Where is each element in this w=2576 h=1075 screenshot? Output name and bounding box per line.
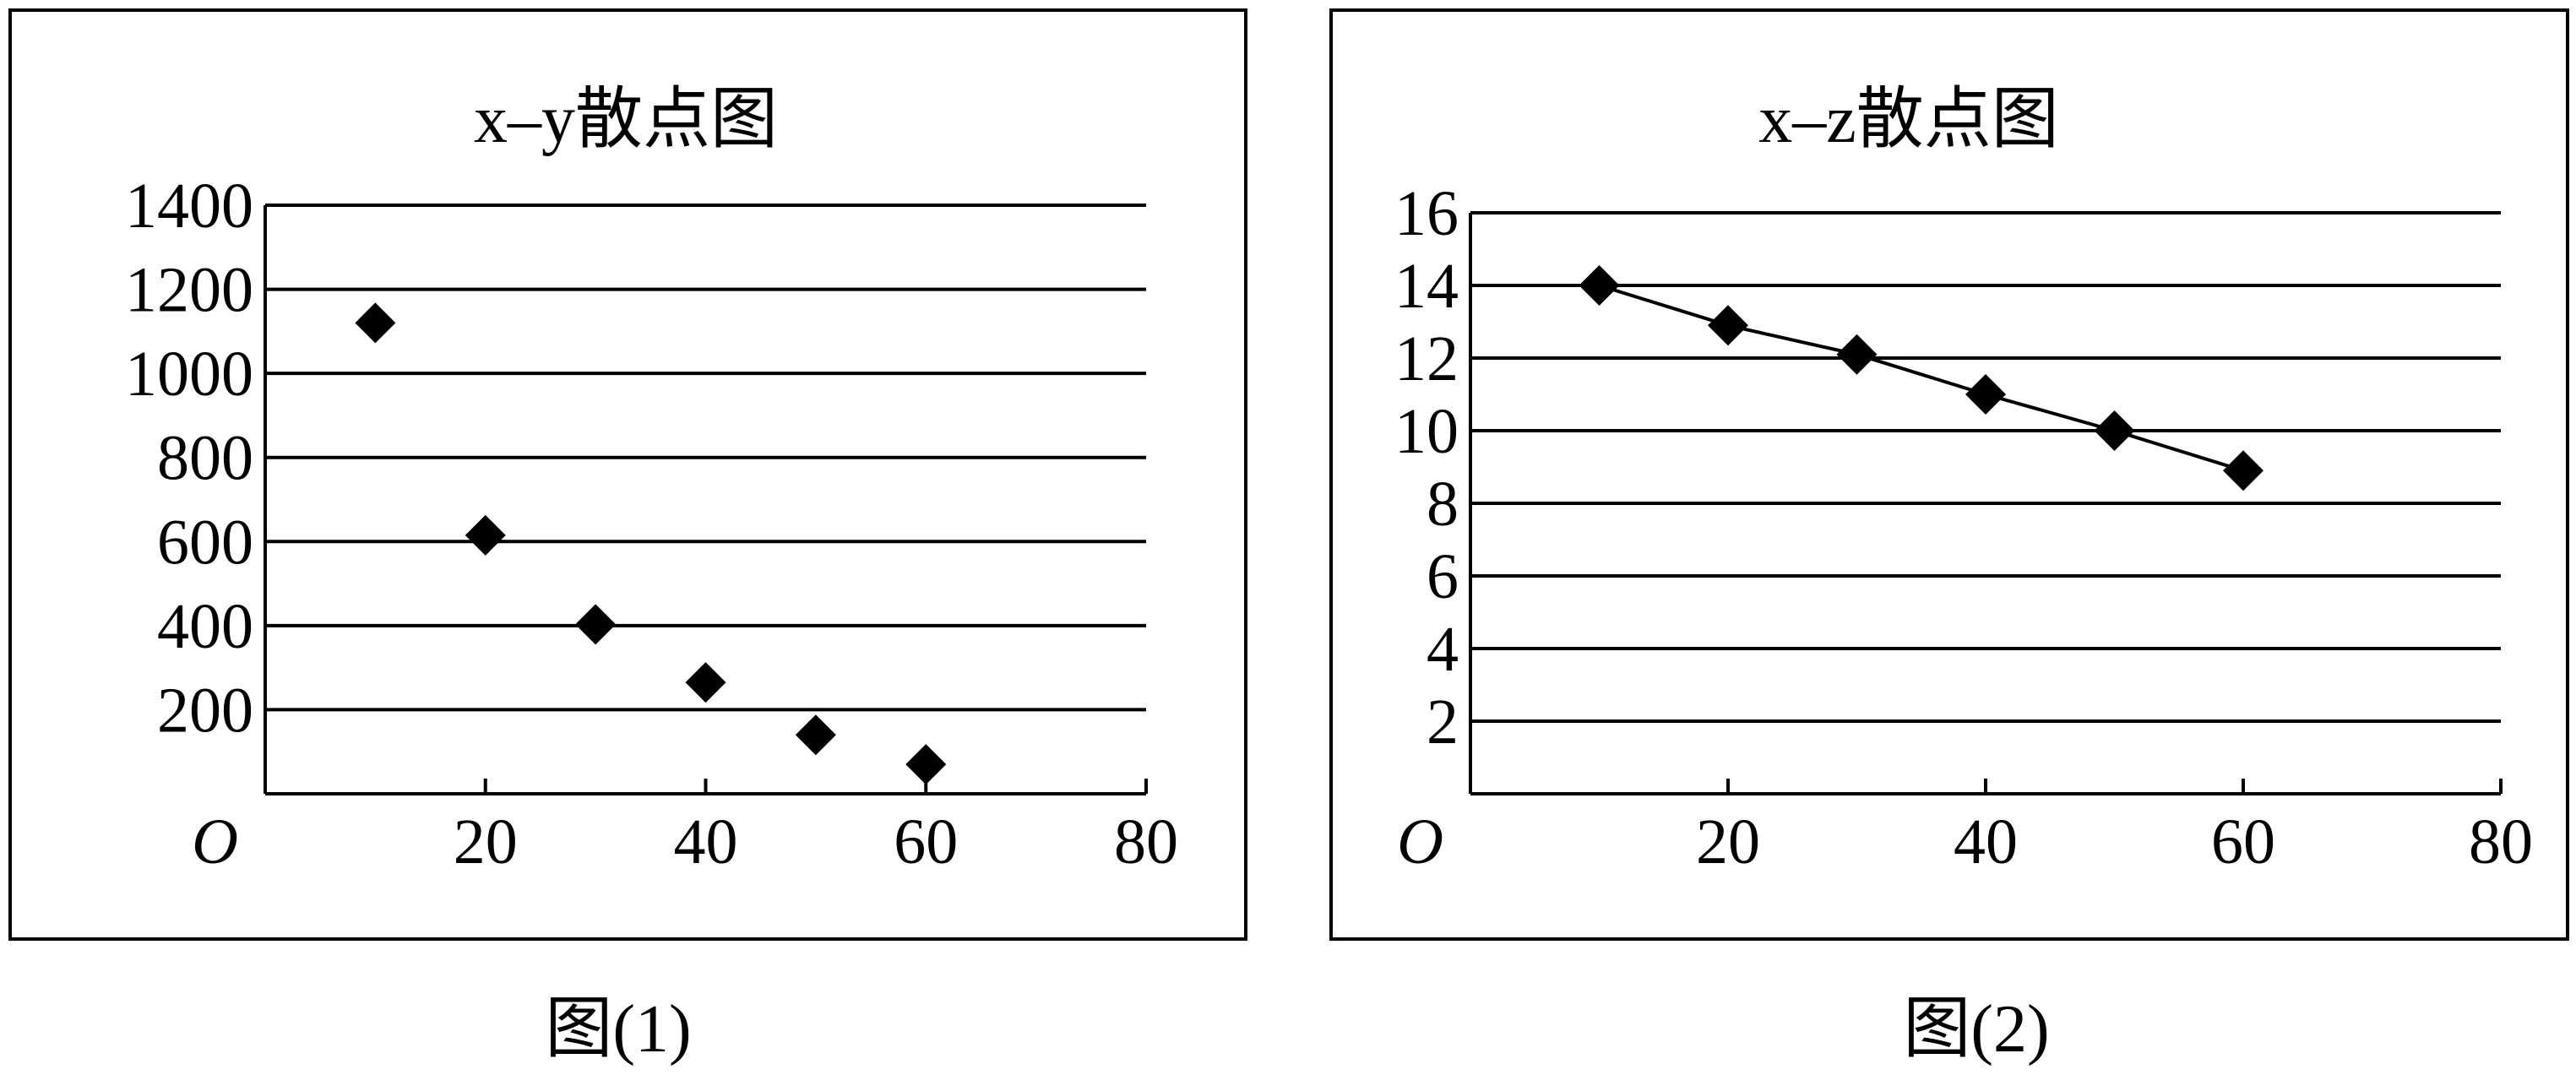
- y-tick-label: 12: [1394, 323, 1459, 394]
- y-tick-label: 800: [157, 423, 253, 494]
- y-tick-label: 10: [1394, 396, 1459, 467]
- data-point: [1708, 305, 1748, 346]
- chart-frame: [8, 8, 1247, 941]
- x-tick-label: 80: [1114, 806, 1178, 877]
- y-tick-label: 8: [1427, 469, 1459, 540]
- data-point: [685, 662, 726, 703]
- y-tick-label: 16: [1394, 178, 1459, 249]
- origin-label: O: [192, 806, 238, 877]
- data-point: [2094, 410, 2135, 451]
- x-tick-label: 80: [2469, 806, 2533, 877]
- x-tick-label: 60: [2211, 806, 2275, 877]
- chart-title: x–y散点图: [474, 83, 778, 157]
- data-point: [1965, 374, 2006, 415]
- y-tick-label: 1000: [125, 339, 253, 410]
- y-tick-label: 2: [1427, 687, 1459, 757]
- y-tick-label: 14: [1394, 251, 1459, 322]
- data-point: [795, 714, 836, 756]
- y-tick-label: 4: [1427, 614, 1459, 685]
- x-tick-label: 20: [454, 806, 518, 877]
- x-tick-label: 40: [1954, 806, 2018, 877]
- chart-panel-xy: x–y散点图 200 400 600 800 1000 1200 1400 20 40 60 80 O…: [8, 8, 1247, 1067]
- x-tick-label: 20: [1696, 806, 1760, 877]
- y-tick-label: 6: [1427, 541, 1459, 612]
- data-point: [355, 302, 396, 344]
- data-point: [1836, 334, 1878, 375]
- series-line: [1598, 284, 2244, 473]
- y-tick-label: 400: [157, 591, 253, 662]
- x-tick-label: 60: [894, 806, 958, 877]
- chart-frame: [1329, 8, 2569, 941]
- chart-title: x–z散点图: [1758, 83, 2059, 157]
- data-point: [2223, 450, 2264, 491]
- y-tick-label: 1400: [125, 171, 253, 242]
- y-tick-label: 600: [157, 507, 253, 578]
- y-tick-label: 200: [157, 675, 253, 746]
- data-point: [1579, 265, 1620, 306]
- figure-caption: 图(1): [545, 992, 691, 1067]
- origin-label: O: [1397, 806, 1443, 877]
- y-tick-label: 1200: [125, 255, 253, 326]
- x-tick-label: 40: [674, 806, 738, 877]
- data-point: [465, 514, 506, 556]
- figure-caption: 图(2): [1903, 992, 2049, 1067]
- data-point: [575, 604, 617, 645]
- data-point: [905, 744, 947, 785]
